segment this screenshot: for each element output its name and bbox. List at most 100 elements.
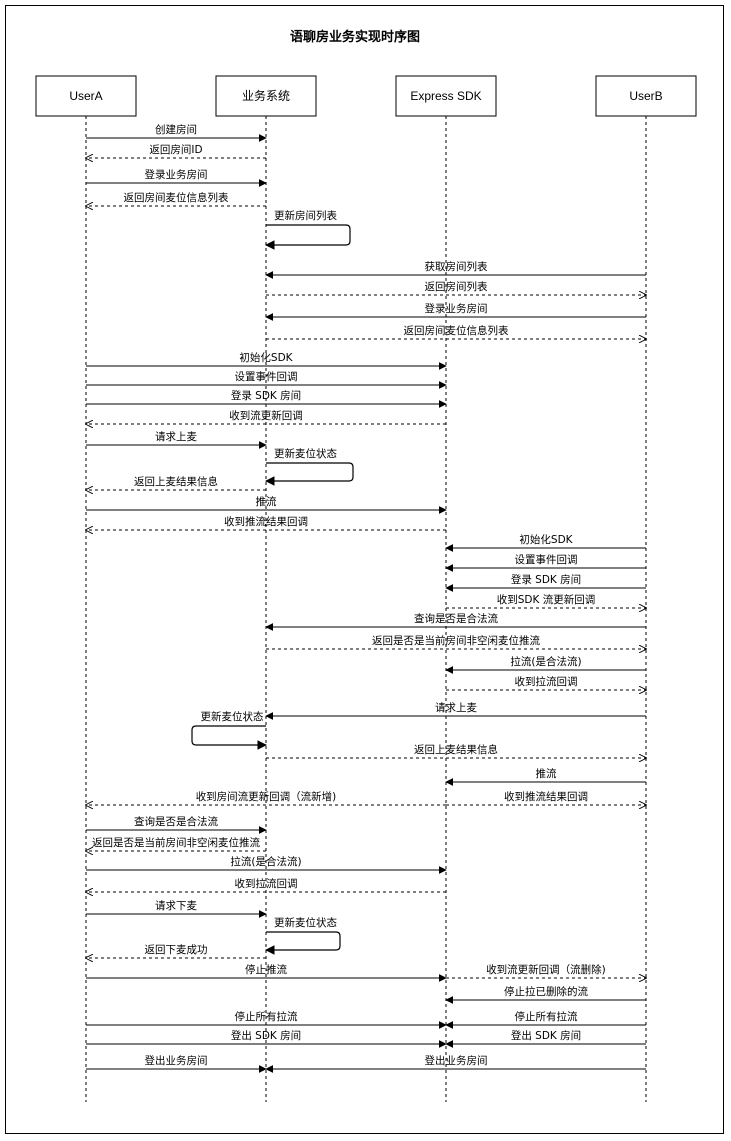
message-label: 请求上麦 — [155, 430, 197, 443]
message-label: 收到房间流更新回调（流新增) — [196, 790, 337, 803]
message-label: 更新麦位状态 — [274, 447, 337, 460]
message: 设置事件回调 — [86, 370, 447, 389]
message: 停止所有拉流 — [86, 1010, 447, 1029]
message: 收到流更新回调 — [86, 409, 446, 424]
message-label: 返回房间ID — [149, 143, 202, 156]
message: 初始化SDK — [445, 533, 646, 552]
message-label: 停止拉已删除的流 — [504, 985, 588, 998]
message-label: 返回下麦成功 — [145, 944, 208, 956]
participant-label: Express SDK — [410, 89, 481, 103]
message-label: 请求上麦 — [435, 701, 477, 714]
messages: 创建房间返回房间ID登录业务房间返回房间麦位信息列表更新房间列表获取房间列表返回… — [86, 123, 646, 1073]
message: 更新麦位状态 — [265, 916, 341, 955]
participant-label: UserB — [629, 89, 662, 103]
message-label: 登录业务房间 — [145, 168, 208, 181]
message: 更新房间列表 — [265, 209, 351, 250]
message-label: 返回房间列表 — [425, 280, 488, 293]
message: 拉流(是合法流) — [445, 655, 646, 674]
message-label: 返回上麦结果信息 — [134, 475, 218, 488]
message: 登录业务房间 — [86, 168, 267, 187]
message-label: 设置事件回调 — [235, 370, 298, 383]
message-label: 更新麦位状态 — [274, 916, 337, 929]
message: 收到房间流更新回调（流新增) — [86, 790, 446, 805]
message-label: 请求下麦 — [155, 899, 197, 912]
message: 返回房间列表 — [266, 280, 646, 295]
message: 登出 SDK 房间 — [445, 1029, 646, 1048]
participant-box — [35, 75, 137, 117]
message-label: 收到推流结果回调 — [224, 515, 308, 528]
participant-biz: 业务系统 — [215, 75, 317, 117]
message-label: 创建房间 — [155, 123, 197, 136]
self-message-arrow — [265, 224, 351, 250]
message: 返回上麦结果信息 — [86, 475, 266, 490]
message-label: 初始化SDK — [519, 533, 573, 546]
message: 请求下麦 — [86, 899, 267, 918]
message: 拉流(是合法流) — [86, 855, 447, 874]
message-label: 收到拉流回调 — [235, 877, 298, 890]
message-label: 查询是否是合法流 — [414, 612, 498, 625]
message-label: 获取房间列表 — [425, 260, 488, 273]
diagram-frame — [5, 5, 724, 1134]
self-message-arrow — [265, 931, 341, 955]
message-label: 停止所有拉流 — [235, 1010, 298, 1023]
message-label: 返回上麦结果信息 — [414, 743, 498, 756]
message: 登录 SDK 房间 — [445, 573, 646, 592]
message-label: 更新麦位状态 — [201, 710, 264, 723]
message-label: 返回是否是当前房间非空闲麦位推流 — [372, 634, 540, 647]
message: 初始化SDK — [86, 351, 447, 370]
message: 返回上麦结果信息 — [266, 743, 646, 758]
message-label: 收到拉流回调 — [515, 675, 578, 688]
participants: UserA 业务系统 Express SDK UserB — [35, 75, 697, 117]
message-label: 收到推流结果回调 — [504, 790, 588, 803]
message-label: 拉流(是合法流) — [510, 655, 581, 668]
self-message-arrow — [191, 725, 267, 750]
message: 查询是否是合法流 — [265, 612, 646, 631]
message-label: 初始化SDK — [239, 351, 293, 364]
message: 创建房间 — [86, 123, 267, 142]
self-message-arrow — [265, 462, 354, 486]
diagram-title: 语聊房业务实现时序图 — [290, 29, 420, 45]
message-label: 设置事件回调 — [515, 553, 578, 566]
message-label: 推流 — [536, 767, 557, 780]
message: 推流 — [86, 495, 447, 514]
message-label: 停止所有拉流 — [515, 1010, 578, 1023]
message-label: 登出业务房间 — [425, 1054, 488, 1067]
message-label: 返回房间麦位信息列表 — [124, 191, 229, 204]
message-label: 收到流更新回调 — [229, 409, 303, 422]
message-label: 收到SDK 流更新回调 — [497, 593, 595, 606]
message-label: 返回房间麦位信息列表 — [404, 324, 509, 337]
message-label: 返回是否是当前房间非空闲麦位推流 — [92, 836, 260, 849]
participant-box — [395, 75, 497, 117]
message: 收到拉流回调 — [446, 675, 646, 690]
message-label: 登录 SDK 房间 — [231, 389, 301, 402]
message: 查询是否是合法流 — [86, 815, 267, 834]
message-label: 停止推流 — [245, 963, 287, 976]
participant-box — [215, 75, 317, 117]
message: 停止推流 — [86, 963, 447, 982]
message: 请求上麦 — [265, 701, 646, 720]
participant-label: 业务系统 — [242, 88, 290, 103]
message: 返回房间ID — [86, 143, 266, 158]
message-label: 查询是否是合法流 — [134, 815, 218, 828]
message-label: 登出业务房间 — [145, 1054, 208, 1067]
message: 返回是否是当前房间非空闲麦位推流 — [266, 634, 646, 649]
message: 返回是否是当前房间非空闲麦位推流 — [86, 836, 266, 851]
message-label: 登录 SDK 房间 — [511, 573, 581, 586]
message-label: 登出 SDK 房间 — [231, 1029, 301, 1042]
message-label: 更新房间列表 — [274, 209, 337, 222]
message: 登出业务房间 — [86, 1054, 267, 1073]
message: 收到推流结果回调 — [86, 515, 446, 530]
participant-label: UserA — [69, 89, 102, 103]
message-label: 登出 SDK 房间 — [511, 1029, 581, 1042]
message: 获取房间列表 — [265, 260, 646, 279]
participant-sdk: Express SDK — [395, 75, 497, 117]
participant-userB: UserB — [595, 75, 697, 117]
message: 停止所有拉流 — [445, 1010, 646, 1029]
message: 推流 — [445, 767, 646, 786]
message: 收到推流结果回调 — [446, 790, 646, 805]
message: 收到拉流回调 — [86, 877, 446, 892]
message: 登出业务房间 — [265, 1054, 646, 1073]
message: 停止拉已删除的流 — [445, 985, 646, 1004]
message: 返回房间麦位信息列表 — [266, 324, 646, 339]
